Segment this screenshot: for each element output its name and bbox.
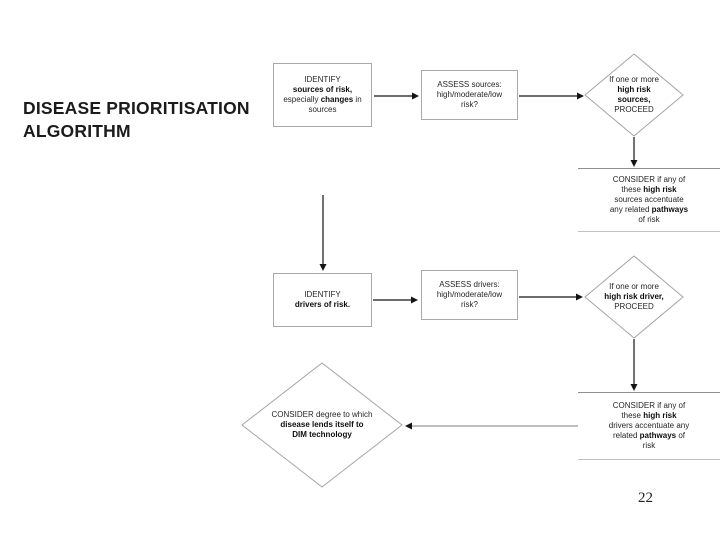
node-text-line: sources of risk, xyxy=(292,85,353,94)
page-number: 22 xyxy=(638,490,653,506)
node-text-line: high risk driver, xyxy=(604,292,664,301)
node-text-line: high/moderate/low xyxy=(436,90,503,99)
node-text-line: IDENTIFY xyxy=(304,75,341,84)
node-text-line: ASSESS drivers: xyxy=(439,280,500,289)
node-text-line: CONSIDER if any of xyxy=(612,175,686,184)
connector-identify-to-assess-sources xyxy=(374,92,419,100)
arrowhead-icon xyxy=(405,422,412,430)
arrowhead-icon xyxy=(630,384,638,391)
node-text-line: any related pathways xyxy=(609,205,689,214)
node-text-line: If one or more xyxy=(609,282,659,291)
node-text-line: of risk xyxy=(638,215,660,224)
node-text-line: disease lends itself to xyxy=(280,420,364,429)
node-text-line: If one or more xyxy=(609,75,659,84)
node-text-line: DIM technology xyxy=(292,430,352,439)
node-text-line: CONSIDER degree to which xyxy=(271,410,373,419)
node-text-line: these high risk xyxy=(621,185,677,194)
node-text-line: ASSESS sources: xyxy=(437,80,502,89)
node-text-line: these high risk xyxy=(621,411,677,420)
proceed-if-high-risk-drivers-diamond-shape xyxy=(584,255,684,339)
node-text-line: CONSIDER if any of xyxy=(612,401,686,410)
connector-identify-to-assess-drivers xyxy=(373,296,418,304)
slide-title-line1: DISEASE PRIORITISATION xyxy=(23,98,250,118)
connector-proceed-sources-to-consider xyxy=(630,137,638,167)
node-text-line: sources accentuate xyxy=(614,195,684,204)
node-text-line: drivers of risk. xyxy=(294,300,351,309)
connector-consider-drivers-to-dim xyxy=(405,422,578,430)
connector-proceed-drivers-to-consider xyxy=(630,339,638,391)
node-text-line: risk? xyxy=(461,300,478,309)
node-text-line: IDENTIFY xyxy=(304,290,341,299)
node-text-line: related pathways of xyxy=(612,431,686,440)
node-text-line: drivers accentuate any xyxy=(608,421,690,430)
node-text-line: high risk xyxy=(617,85,651,94)
arrowhead-icon xyxy=(630,160,638,167)
consider-dim-technology-diamond-shape xyxy=(241,362,403,488)
node-text-line: especially changes in xyxy=(283,95,362,104)
node-text-line: risk xyxy=(642,441,656,450)
node-text-line: risk? xyxy=(461,100,478,109)
arrowhead-icon xyxy=(411,296,418,304)
slide-title-line2: ALGORITHM xyxy=(23,121,131,141)
node-text-line: PROCEED xyxy=(614,302,654,311)
slide-title: DISEASE PRIORITISATION ALGORITHM xyxy=(23,97,250,143)
connector-assess-drivers-to-proceed xyxy=(519,293,583,301)
node-text-line: sources, xyxy=(617,95,651,104)
arrowhead-icon xyxy=(577,92,584,100)
connector-assess-sources-to-proceed xyxy=(519,92,584,100)
connector-down-to-identify-drivers xyxy=(319,195,327,271)
arrowhead-icon xyxy=(319,264,327,271)
arrowhead-icon xyxy=(576,293,583,301)
node-text-line: PROCEED xyxy=(614,105,654,114)
node-text-line: sources xyxy=(308,105,337,114)
proceed-if-high-risk-sources-diamond-shape xyxy=(584,53,684,137)
arrowhead-icon xyxy=(412,92,419,100)
node-text-line: high/moderate/low xyxy=(436,290,503,299)
